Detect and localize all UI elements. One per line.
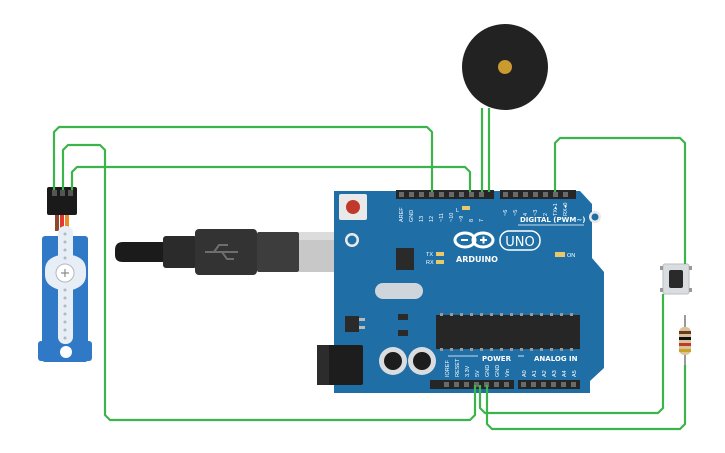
- pin-label: GND: [495, 365, 501, 377]
- model-label: UNO: [505, 235, 534, 250]
- pin-label: A0: [522, 370, 528, 377]
- pin-label: ~5: [513, 210, 519, 216]
- brand-label: ARDUINO: [456, 255, 498, 264]
- power-led: [555, 252, 565, 257]
- pin-label: TX▸1: [553, 203, 559, 216]
- wires[interactable]: [52, 108, 687, 431]
- voltage-regulator: [345, 316, 359, 332]
- tx-led: [436, 252, 444, 256]
- pin-label: ~6: [503, 210, 509, 216]
- pin-label: Vin: [505, 369, 511, 377]
- pin-label: 5V: [475, 370, 481, 377]
- pin-label: 2: [543, 213, 549, 216]
- pin-label: IOREF: [445, 360, 451, 377]
- buzzer-center: [498, 60, 512, 74]
- digital-header-left: [396, 190, 494, 199]
- rx-label: RX: [426, 260, 434, 266]
- pin-label: A5: [572, 370, 578, 377]
- tx-label: TX: [426, 252, 433, 258]
- pin-label: ~11: [439, 213, 445, 222]
- power-pin-labels: IOREF RESET 3.3V 5V GND GND Vin: [445, 358, 511, 377]
- pin-label: A1: [532, 370, 538, 377]
- arduino-uno-board[interactable]: AREF GND 13 12 ~11 ~10 ~9 8 7 ~6 ~5 4 ~3 2 TX▸1 RX◂0 DI…: [317, 190, 604, 393]
- digital-header-label: DIGITAL (PWM~): [520, 216, 585, 224]
- pin-label: AREF: [399, 207, 405, 222]
- servo-motor-icon[interactable]: [38, 187, 92, 362]
- analog-header-label: ANALOG IN: [534, 355, 578, 363]
- crystal-oscillator: [375, 283, 423, 299]
- reset-button[interactable]: [346, 200, 360, 214]
- pin-label: RESET: [455, 358, 461, 377]
- pin-label: GND: [409, 210, 415, 222]
- l-led: [462, 206, 470, 210]
- pin-label: 13: [419, 216, 425, 222]
- pin-label: ~3: [533, 210, 539, 216]
- pin-label: 8: [469, 219, 475, 222]
- servo-horn[interactable]: [58, 226, 73, 344]
- wire-button-power[interactable]: [478, 294, 665, 415]
- pin-label: GND: [485, 365, 491, 377]
- pin-label: ~9: [459, 216, 465, 222]
- wire-servo-ground[interactable]: [70, 165, 472, 192]
- analog-header: [518, 380, 580, 389]
- usb-symbol-icon: [205, 244, 238, 260]
- pin-label: 7: [479, 219, 485, 222]
- atmega-chip: [436, 315, 580, 349]
- digital-pin-labels: AREF GND 13 12 ~11 ~10 ~9 8 7 ~6 ~5 4 ~3 2 TX▸1 RX◂0: [399, 203, 569, 222]
- resistor-icon[interactable]: [679, 315, 691, 365]
- pin-label: RX◂0: [563, 203, 569, 216]
- power-header-label: POWER: [482, 355, 512, 363]
- pin-label: 3.3V: [465, 365, 471, 377]
- wire-resistor-ground[interactable]: [485, 365, 687, 431]
- pin-label: A3: [552, 370, 558, 377]
- pin-label: A4: [562, 370, 568, 377]
- wire-button-signal[interactable]: [553, 136, 687, 264]
- power-header: [430, 380, 514, 389]
- l-led-label: L: [456, 208, 459, 214]
- pin-label: 12: [429, 216, 435, 222]
- pin-label: ~10: [449, 213, 455, 222]
- usb-cable-icon[interactable]: [115, 229, 355, 275]
- usb-chip: [396, 248, 414, 270]
- pushbutton-cap[interactable]: [669, 270, 683, 288]
- analog-pin-labels: A0 A1 A2 A3 A4 A5: [522, 370, 578, 377]
- piezo-buzzer-icon[interactable]: [462, 24, 548, 110]
- pin-label: A2: [542, 370, 548, 377]
- wire-servo-power[interactable]: [61, 143, 477, 422]
- pushbutton-icon[interactable]: [660, 263, 692, 295]
- arduino-logo-icon: [453, 231, 495, 249]
- model-badge: [499, 230, 541, 251]
- rx-led: [436, 260, 444, 264]
- on-label: ON: [567, 253, 575, 259]
- pin-label: 4: [523, 213, 529, 216]
- wire-servo-signal[interactable]: [52, 125, 434, 192]
